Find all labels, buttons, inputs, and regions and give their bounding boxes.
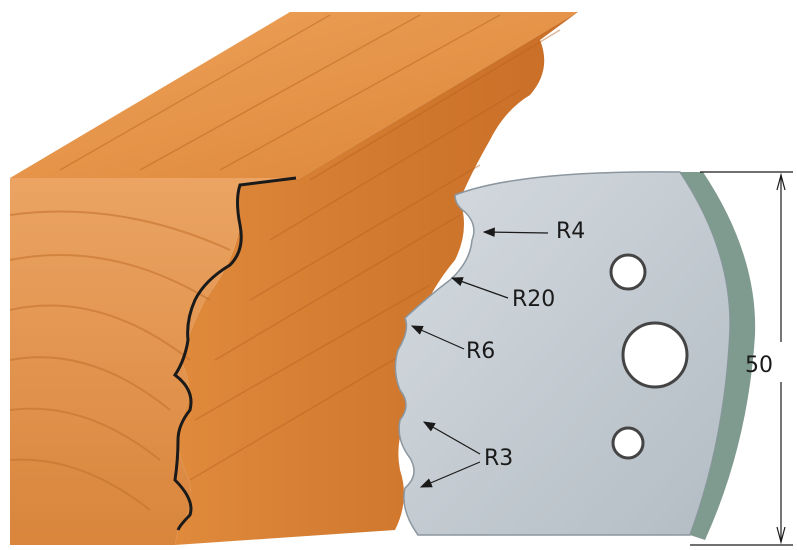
- label-r3: R3: [484, 446, 513, 471]
- knife-body: [394, 171, 731, 536]
- wood-side-face: [175, 12, 578, 545]
- profile-outline: [172, 176, 297, 531]
- knife-hole-top: [609, 253, 647, 291]
- label-height: 50: [745, 353, 773, 378]
- end-grain-rings: [9, 210, 231, 511]
- height-dimension: [690, 171, 793, 546]
- wood-top-face: [10, 12, 578, 178]
- label-r20: R20: [512, 287, 555, 312]
- wood-grain: [59, 14, 561, 481]
- knife-hole-center: [621, 321, 689, 389]
- radius-arrows: [410, 227, 549, 488]
- label-r6: R6: [466, 339, 495, 364]
- wood-end-face: [10, 178, 300, 545]
- label-r4: R4: [556, 219, 585, 244]
- knife-bevel: [668, 172, 756, 540]
- knife-hole-bottom: [611, 426, 645, 460]
